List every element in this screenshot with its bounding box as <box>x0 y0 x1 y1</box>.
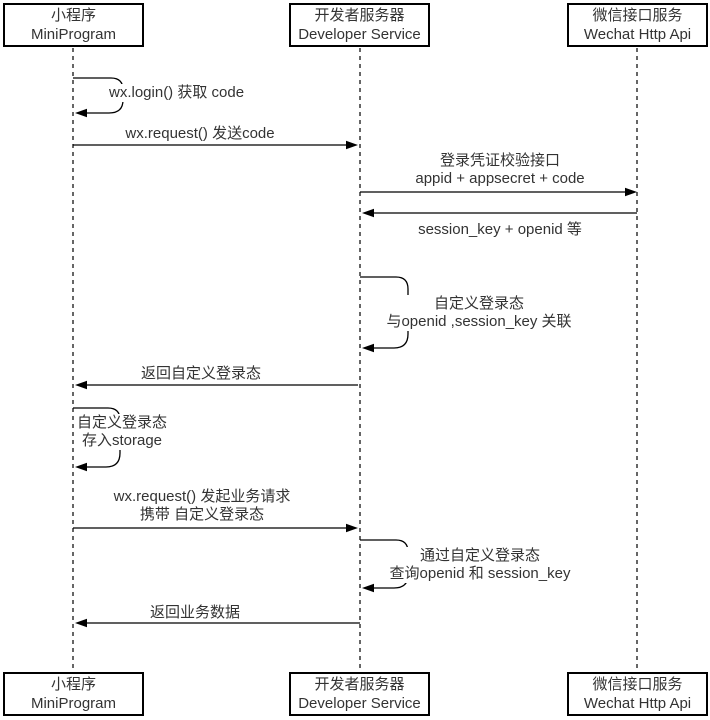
message-label-wx-login: wx.login() 获取 code <box>107 84 247 102</box>
participant-box-miniprogram-bottom: 小程序 MiniProgram <box>3 672 144 716</box>
message-label-return-state: 返回自定义登录态 <box>138 365 264 383</box>
message-label-storage: 自定义登录态 存入storage <box>74 414 170 450</box>
message-label-return-data: 返回业务数据 <box>147 604 243 622</box>
participant-name-en: MiniProgram <box>30 695 117 712</box>
participant-name-en: Developer Service <box>298 695 421 712</box>
participant-box-developer-service-bottom: 开发者服务器 Developer Service <box>289 672 430 716</box>
participant-name-zh: 微信接口服务 <box>592 676 683 693</box>
arrow-business-request-head <box>346 523 358 533</box>
message-label-business-request: wx.request() 发起业务请求 携带 自定义登录态 <box>111 488 293 524</box>
selfloop-storage-arrowhead <box>75 462 87 472</box>
participant-name-en: Wechat Http Api <box>583 695 692 712</box>
participant-name-zh: 微信接口服务 <box>592 7 683 24</box>
arrow-session-key-head <box>362 208 374 218</box>
participant-name-en: Wechat Http Api <box>583 26 692 43</box>
participant-box-wechat-api-top: 微信接口服务 Wechat Http Api <box>567 3 708 47</box>
participant-name-en: MiniProgram <box>30 26 117 43</box>
participant-box-wechat-api-bottom: 微信接口服务 Wechat Http Api <box>567 672 708 716</box>
selfloop-custom-state-arrowhead <box>362 343 374 353</box>
message-label-query-openid: 通过自定义登录态 查询openid 和 session_key <box>387 547 573 583</box>
participant-name-en: Developer Service <box>298 26 421 43</box>
selfloop-wx-login-arrowhead <box>75 108 87 118</box>
participant-name-zh: 小程序 <box>50 676 96 693</box>
arrow-return-state-head <box>75 380 87 390</box>
participant-name-zh: 开发者服务器 <box>314 7 405 24</box>
message-label-credential-check: 登录凭证校验接口 appid + appsecret + code <box>413 152 587 188</box>
participant-box-miniprogram-top: 小程序 MiniProgram <box>3 3 144 47</box>
message-label-session-key: session_key + openid 等 <box>416 221 584 239</box>
participant-name-zh: 小程序 <box>50 7 96 24</box>
message-label-send-code: wx.request() 发送code <box>123 125 277 143</box>
arrow-send-code-head <box>346 140 358 150</box>
arrow-credential-check-head <box>625 187 637 197</box>
message-label-custom-state: 自定义登录态 与openid ,session_key 关联 <box>384 295 574 331</box>
arrow-return-data-head <box>75 618 87 628</box>
participant-box-developer-service-top: 开发者服务器 Developer Service <box>289 3 430 47</box>
participant-name-zh: 开发者服务器 <box>314 676 405 693</box>
selfloop-query-arrowhead <box>362 583 374 593</box>
